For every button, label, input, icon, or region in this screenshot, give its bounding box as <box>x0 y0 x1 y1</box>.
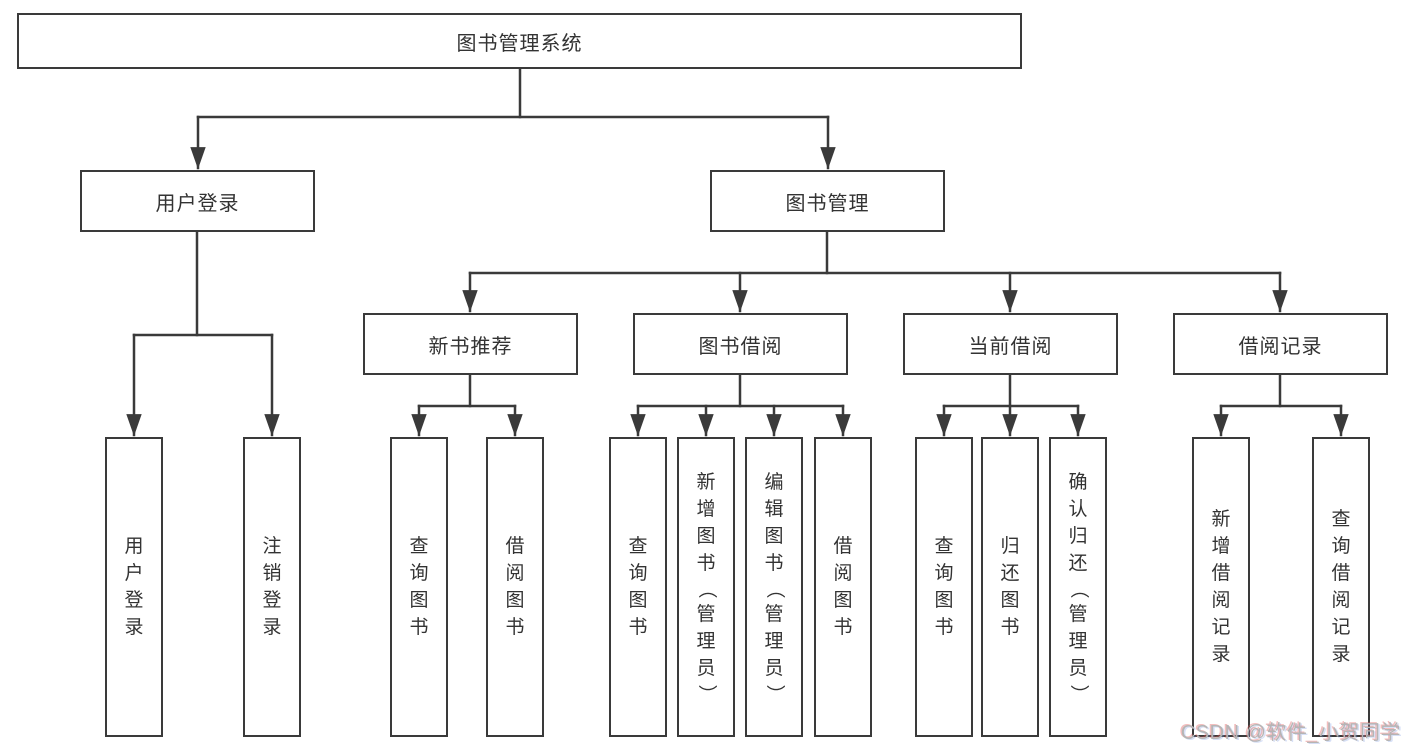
node-user-login: 用户登录 <box>80 170 315 232</box>
leaf-query-books-2: 查询图书 <box>609 437 667 737</box>
leaf-label: 用户登录 <box>124 536 144 638</box>
leaf-label: 借阅图书 <box>505 536 525 638</box>
leaf-confirm-return-admin: 确认归还（管理员） <box>1049 437 1107 737</box>
node-label: 新书推荐 <box>428 335 513 358</box>
leaf-edit-book-admin: 编辑图书（管理员） <box>745 437 803 737</box>
leaf-label: 注销登录 <box>262 536 282 638</box>
leaf-label: 查询图书 <box>628 536 648 638</box>
node-new-book-recommend: 新书推荐 <box>363 313 578 375</box>
leaf-label: 借阅图书 <box>833 536 853 638</box>
node-label: 当前借阅 <box>968 335 1053 358</box>
node-book-borrow: 图书借阅 <box>633 313 848 375</box>
leaf-return-book: 归还图书 <box>981 437 1039 737</box>
leaf-label: 归还图书 <box>1000 536 1020 638</box>
leaf-logout: 注销登录 <box>243 437 301 737</box>
leaf-label: 新增图书（管理员） <box>696 471 717 704</box>
node-label: 图书借阅 <box>698 335 783 358</box>
leaf-label: 查询图书 <box>409 536 429 638</box>
leaf-label: 新增借阅记录 <box>1211 509 1231 665</box>
leaf-label: 编辑图书（管理员） <box>764 471 785 704</box>
leaf-query-borrow-record: 查询借阅记录 <box>1312 437 1370 737</box>
leaf-add-borrow-record: 新增借阅记录 <box>1192 437 1250 737</box>
node-label: 用户登录 <box>155 192 240 215</box>
leaf-label: 查询借阅记录 <box>1331 509 1351 665</box>
node-label: 图书管理 <box>785 192 870 215</box>
leaf-add-book-admin: 新增图书（管理员） <box>677 437 735 737</box>
leaf-label: 确认归还（管理员） <box>1068 471 1089 704</box>
leaf-borrow-books: 借阅图书 <box>486 437 544 737</box>
leaf-query-books: 查询图书 <box>390 437 448 737</box>
node-label: 借阅记录 <box>1238 335 1323 358</box>
leaf-user-login: 用户登录 <box>105 437 163 737</box>
csdn-watermark: CSDN @软件_小贺同学 <box>1180 722 1401 744</box>
leaf-borrow-books-2: 借阅图书 <box>814 437 872 737</box>
node-current-borrow: 当前借阅 <box>903 313 1118 375</box>
node-label: 图书管理系统 <box>456 32 583 55</box>
leaf-label: 查询图书 <box>934 536 954 638</box>
node-book-management: 图书管理 <box>710 170 945 232</box>
node-library-system: 图书管理系统 <box>17 13 1022 69</box>
leaf-query-books-3: 查询图书 <box>915 437 973 737</box>
node-borrow-records: 借阅记录 <box>1173 313 1388 375</box>
